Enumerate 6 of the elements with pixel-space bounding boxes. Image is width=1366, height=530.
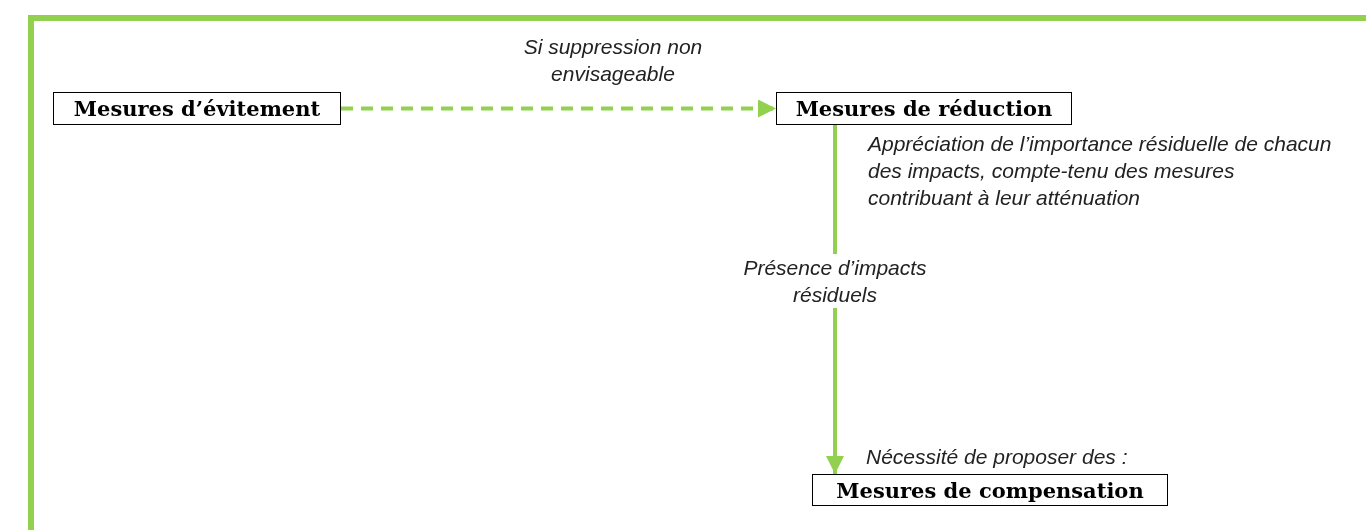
- annotation-text: Nécessité de proposer des :: [866, 444, 1129, 470]
- annotation-text: Appréciation de l’importance résiduelle de chacun des impacts, compte-tenu des mesures contribuant à leur atténuation: [868, 131, 1333, 211]
- process-box: Mesures de compensation: [812, 474, 1168, 506]
- process-box: Mesures d’évitement: [53, 92, 341, 125]
- arrow: [341, 99, 776, 118]
- process-box: Mesures de réduction: [776, 92, 1072, 125]
